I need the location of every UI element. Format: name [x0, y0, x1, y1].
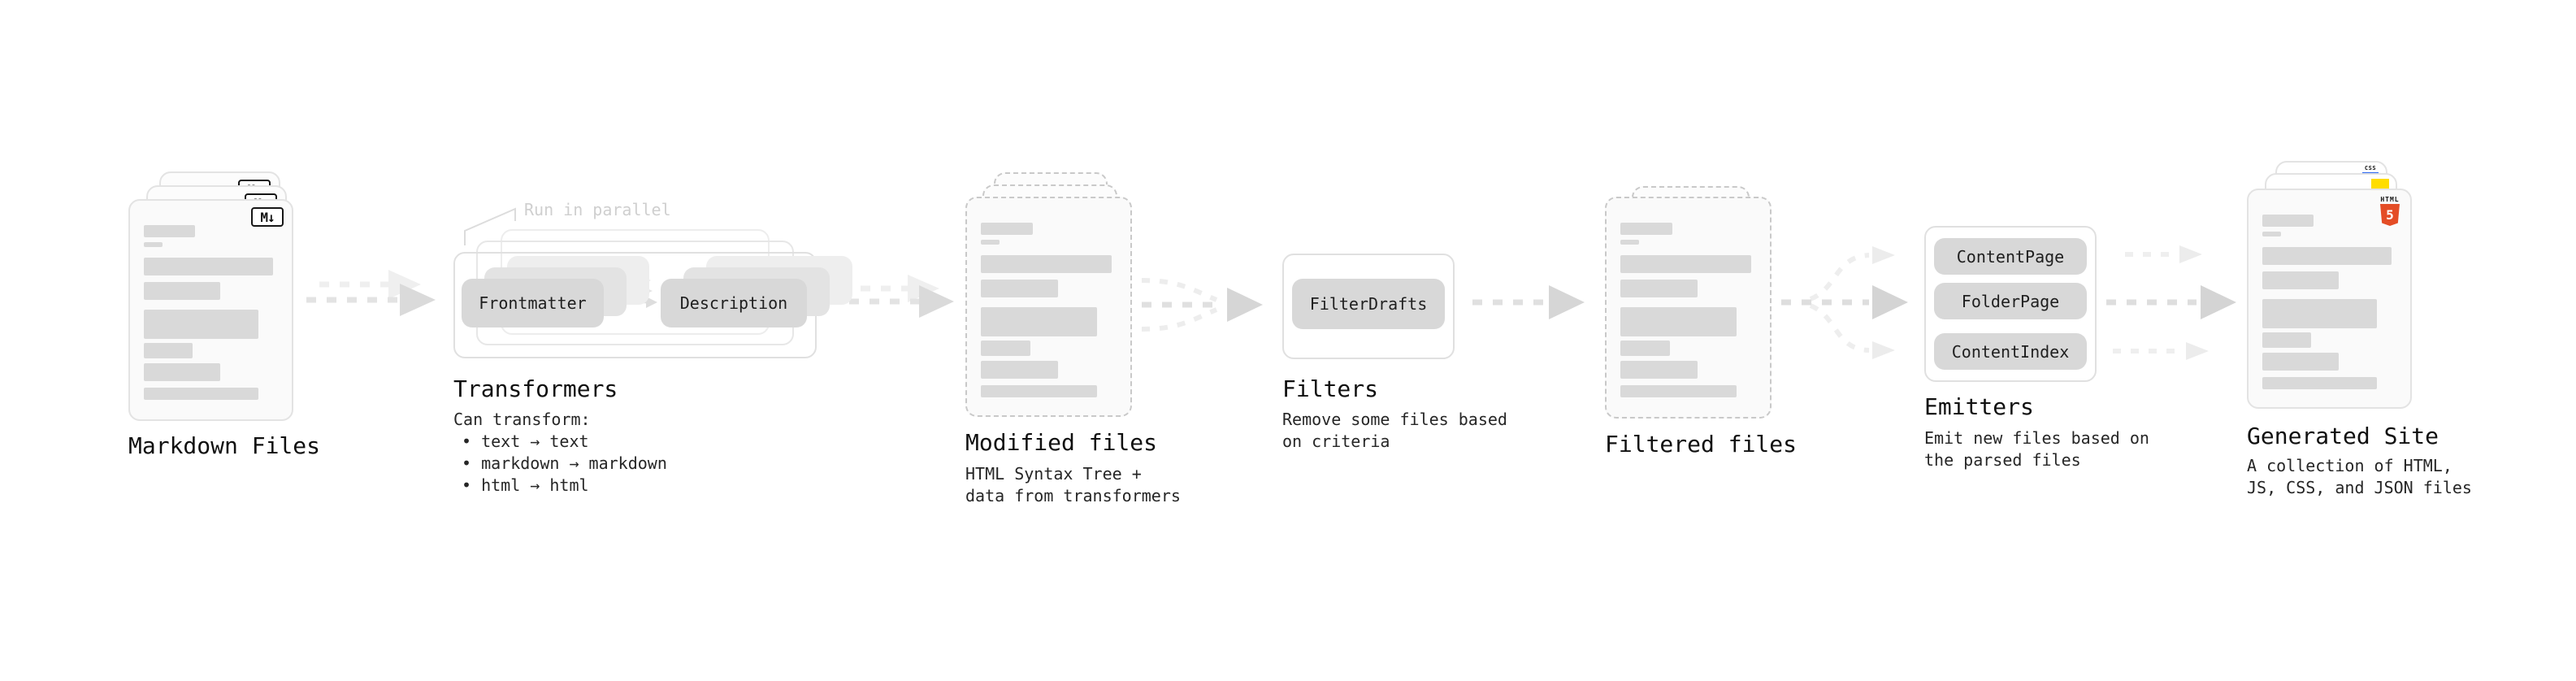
- stage-label-transformers: Transformers: [453, 375, 618, 402]
- sub-line: data from transformers: [965, 486, 1181, 505]
- filtered-file-card-front: [1605, 197, 1772, 419]
- placeholder-bar: [144, 225, 196, 237]
- document-placeholder-lines: [2262, 215, 2394, 394]
- placeholder-bar: [1620, 307, 1737, 336]
- placeholder-bar: [1620, 240, 1639, 245]
- placeholder-bar: [1620, 385, 1737, 397]
- css-icon-label: CSS: [2364, 165, 2377, 171]
- html5-icon-label: HTML: [2380, 196, 2400, 203]
- document-placeholder-lines: [981, 223, 1114, 402]
- markdown-icon: M↓: [251, 207, 284, 227]
- sub-line: • html → html: [462, 475, 589, 495]
- placeholder-bar: [981, 223, 1033, 235]
- placeholder-bar: [2262, 377, 2377, 389]
- placeholder-bar: [2262, 247, 2392, 265]
- arrow-filters-to-filtered: [1472, 285, 1585, 319]
- placeholder-bar: [2262, 299, 2377, 328]
- emitters-description: Emit new files based on the parsed files: [1924, 427, 2149, 471]
- contentpage-pill: ContentPage: [1934, 238, 2087, 275]
- placeholder-bar: [1620, 280, 1698, 297]
- placeholder-bar: [144, 242, 163, 247]
- stage-label-markdown-files: Markdown Files: [128, 432, 321, 459]
- modified-file-card-front: [965, 197, 1132, 417]
- placeholder-bar: [144, 310, 258, 339]
- placeholder-bar: [2262, 215, 2314, 227]
- placeholder-bar: [1620, 255, 1751, 273]
- filterdrafts-pill: FilterDrafts: [1292, 279, 1445, 329]
- transformers-description: Can transform: • text → text • markdown …: [453, 409, 667, 497]
- placeholder-bar: [144, 363, 220, 381]
- markdown-file-card-front: M↓: [128, 199, 293, 421]
- html5-icon: HTML 5: [2379, 196, 2400, 226]
- sub-line: Can transform:: [453, 410, 591, 429]
- document-placeholder-lines: [1620, 223, 1754, 404]
- placeholder-bar: [981, 361, 1059, 379]
- sub-line: A collection of HTML,: [2247, 456, 2452, 475]
- placeholder-bar: [2262, 271, 2339, 289]
- placeholder-bar: [2262, 232, 2281, 236]
- stage-label-generated-site: Generated Site: [2247, 423, 2439, 449]
- placeholder-bar: [2262, 353, 2339, 371]
- contentindex-pill: ContentIndex: [1934, 333, 2087, 370]
- placeholder-bar: [981, 280, 1059, 297]
- placeholder-bar: [1620, 340, 1670, 356]
- arrow-markdown-to-transformers: [306, 270, 436, 316]
- stage-label-filtered-files: Filtered files: [1605, 431, 1798, 458]
- sub-line: HTML Syntax Tree +: [965, 464, 1142, 484]
- html5-shield: 5: [2380, 204, 2400, 226]
- placeholder-bar: [981, 240, 1000, 245]
- frontmatter-pill: Frontmatter: [462, 279, 604, 327]
- placeholder-bar: [144, 388, 258, 400]
- js-icon: [2371, 179, 2389, 191]
- sub-line: • markdown → markdown: [462, 453, 667, 473]
- run-in-parallel-note: Run in parallel: [524, 200, 671, 219]
- generated-site-description: A collection of HTML, JS, CSS, and JSON …: [2247, 455, 2472, 499]
- stage-label-filters: Filters: [1282, 375, 1379, 402]
- arrow-modified-to-filters: [1141, 278, 1263, 332]
- sub-line: Emit new files based on: [1924, 428, 2149, 448]
- description-pill: Description: [661, 279, 807, 327]
- stage-label-modified-files: Modified files: [965, 429, 1158, 456]
- placeholder-bar: [981, 340, 1030, 356]
- sub-line: on criteria: [1282, 432, 1390, 451]
- generated-file-card-front: HTML 5: [2247, 189, 2412, 409]
- sub-line: • text → text: [462, 432, 589, 451]
- folderpage-pill: FolderPage: [1934, 283, 2087, 319]
- modified-files-description: HTML Syntax Tree + data from transformer…: [965, 463, 1181, 507]
- placeholder-bar: [981, 385, 1097, 397]
- filters-description: Remove some files based on criteria: [1282, 409, 1507, 453]
- placeholder-bar: [144, 343, 193, 358]
- sub-line: Remove some files based: [1282, 410, 1507, 429]
- stage-label-emitters: Emitters: [1924, 393, 2034, 420]
- sub-line: JS, CSS, and JSON files: [2247, 478, 2472, 497]
- arrow-filtered-to-emitters: [1781, 246, 1908, 359]
- placeholder-bar: [1620, 361, 1698, 379]
- document-placeholder-lines: [144, 225, 275, 406]
- placeholder-bar: [144, 258, 273, 275]
- placeholder-bar: [2262, 332, 2311, 348]
- arrow-emitters-to-generated: [2106, 245, 2236, 360]
- placeholder-bar: [981, 255, 1112, 273]
- placeholder-bar: [144, 282, 220, 300]
- placeholder-bar: [1620, 223, 1672, 235]
- sub-line: the parsed files: [1924, 450, 2081, 470]
- placeholder-bar: [981, 307, 1097, 336]
